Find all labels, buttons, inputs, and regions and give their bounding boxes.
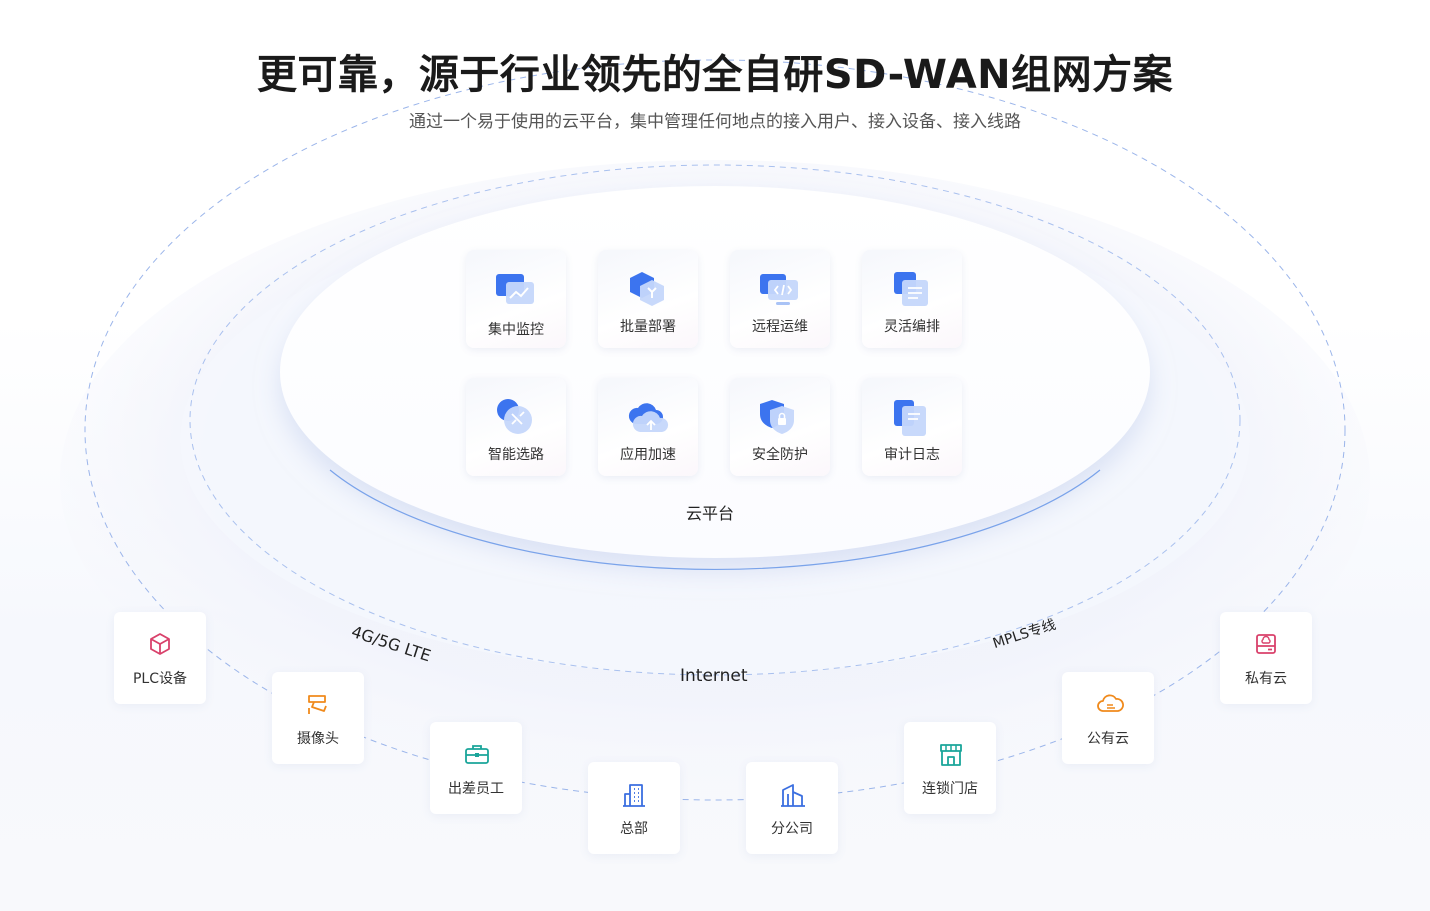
feature-label: 审计日志 [884,447,940,463]
endpoint-branch-office[interactable]: 分公司 [746,762,838,854]
document-layers-icon [894,272,928,306]
endpoint-chain-store[interactable]: 连锁门店 [904,722,996,814]
link-label-internet: Internet [680,666,748,686]
feature-card-remote-ops[interactable]: 远程运维 [730,250,830,348]
endpoint-label: 出差员工 [448,781,504,797]
endpoint-plc[interactable]: PLC设备 [114,612,206,704]
route-switch-icon [497,399,532,434]
feature-card-audit-log[interactable]: 审计日志 [862,378,962,476]
feature-card-smart-routing[interactable]: 智能选路 [466,378,566,476]
cube-icon [150,633,170,655]
endpoint-label: 连锁门店 [922,781,978,797]
office-icon [781,784,805,807]
feature-label: 灵活编排 [884,319,940,335]
endpoint-headquarters[interactable]: 总部 [588,762,680,854]
feature-label: 智能选路 [488,447,544,463]
camera-icon [308,695,327,714]
feature-label: 批量部署 [620,319,676,335]
platform-label: 云平台 [685,504,734,523]
outer-dashed-ring [84,59,1346,801]
feature-label: 应用加速 [620,447,676,463]
feature-label: 安全防护 [752,447,808,463]
endpoint-private-cloud[interactable]: 私有云 [1220,612,1312,704]
cube-deploy-icon [630,272,664,306]
log-document-icon [894,400,926,436]
endpoint-camera[interactable]: 摄像头 [272,672,364,764]
remote-code-icon [760,274,798,305]
page-title: 更可靠，源于行业领先的全自研SD-WAN组网方案 [256,52,1174,98]
endpoint-label: PLC设备 [132,671,188,687]
shield-lock-icon [760,400,794,434]
cloud-icon [1097,694,1124,712]
endpoint-traveling-staff[interactable]: 出差员工 [430,722,522,814]
feature-card-orchestration[interactable]: 灵活编排 [862,250,962,348]
store-icon [940,744,962,766]
endpoint-label: 分公司 [771,821,813,837]
endpoint-label: 私有云 [1245,671,1287,687]
building-icon [623,784,645,807]
endpoint-public-cloud[interactable]: 公有云 [1062,672,1154,764]
endpoint-label: 总部 [620,821,648,837]
page-subtitle: 通过一个易于使用的云平台，集中管理任何地点的接入用户、接入设备、接入线路 [409,112,1021,132]
endpoint-label: 摄像头 [297,731,339,747]
feature-card-app-acceleration[interactable]: 应用加速 [598,378,698,476]
feature-card-security[interactable]: 安全防护 [730,378,830,476]
monitor-chart-icon [496,274,534,304]
server-icon [1256,634,1276,654]
platform-ellipse-rim [329,469,1101,570]
feature-card-monitoring[interactable]: 集中监控 [466,250,566,348]
endpoint-label: 公有云 [1087,731,1129,747]
cloud-upload-icon [628,403,669,432]
feature-label: 远程运维 [752,319,808,335]
briefcase-icon [465,745,489,764]
feature-card-deployment[interactable]: 批量部署 [598,250,698,348]
feature-label: 集中监控 [488,322,544,338]
middle-dashed-ring [189,164,1241,676]
